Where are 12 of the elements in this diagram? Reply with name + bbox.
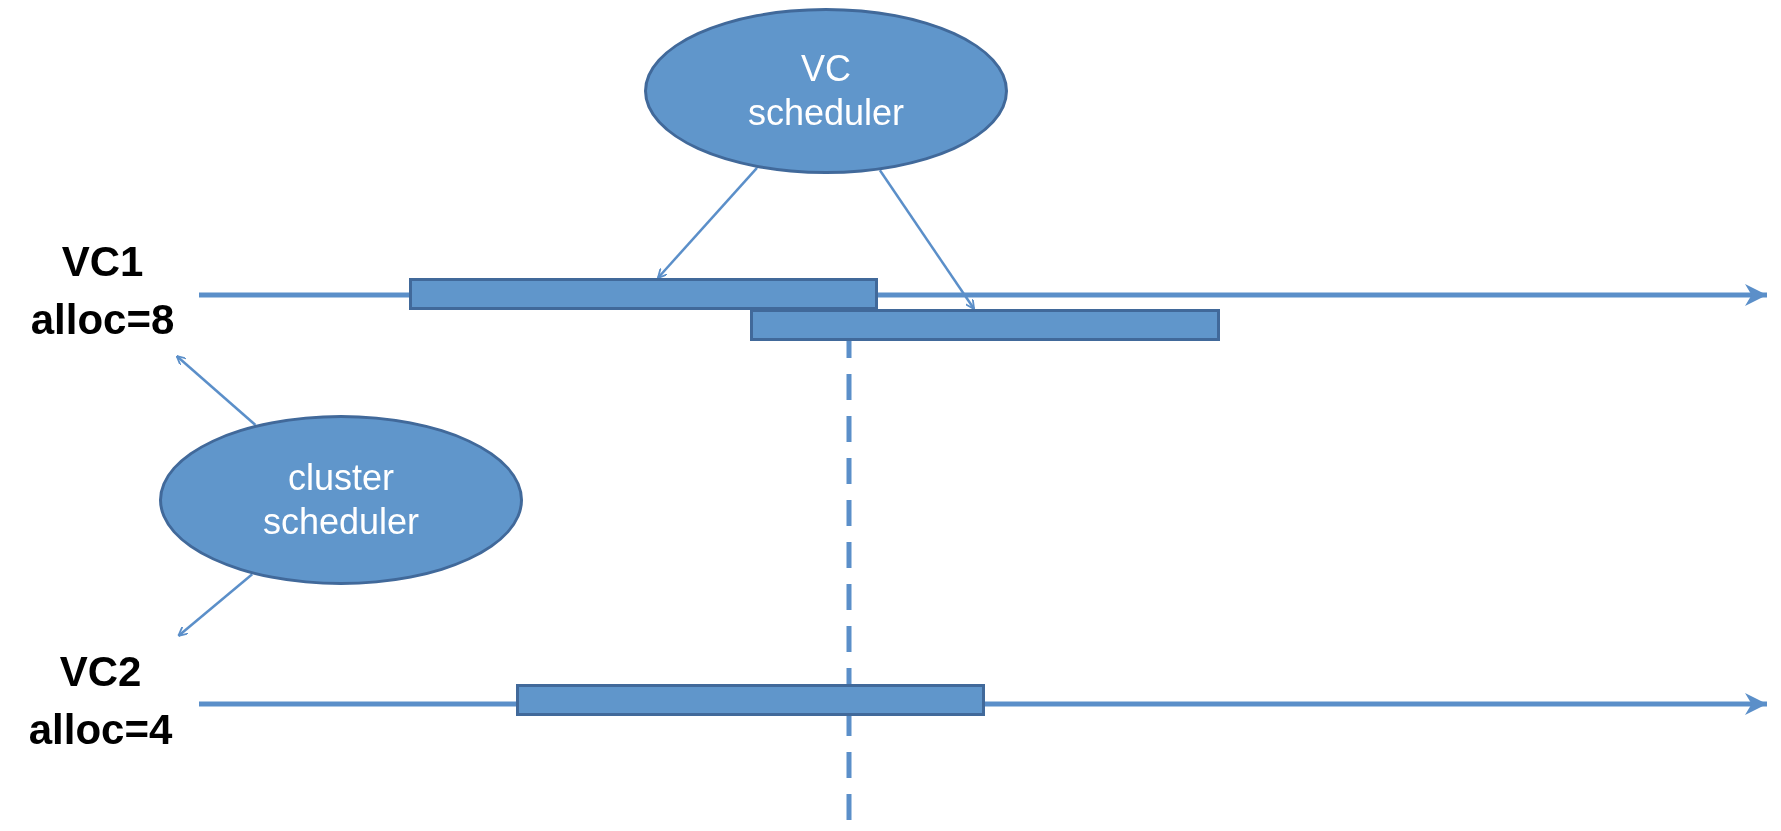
job-bar: [409, 278, 878, 310]
scheduler-name: cluster scheduler: [261, 456, 421, 544]
lane-name: VC2: [59, 647, 142, 697]
job-bar: [750, 309, 1220, 341]
scheduler-name: VC scheduler: [746, 47, 906, 135]
allocation-text: alloc=8: [30, 295, 175, 345]
lane-name: VC1: [61, 237, 144, 287]
job-bar: [516, 684, 985, 716]
arrow: [175, 355, 257, 426]
allocation-text: alloc=4: [28, 705, 173, 755]
arrow: [177, 573, 253, 637]
arrow: [656, 166, 758, 279]
